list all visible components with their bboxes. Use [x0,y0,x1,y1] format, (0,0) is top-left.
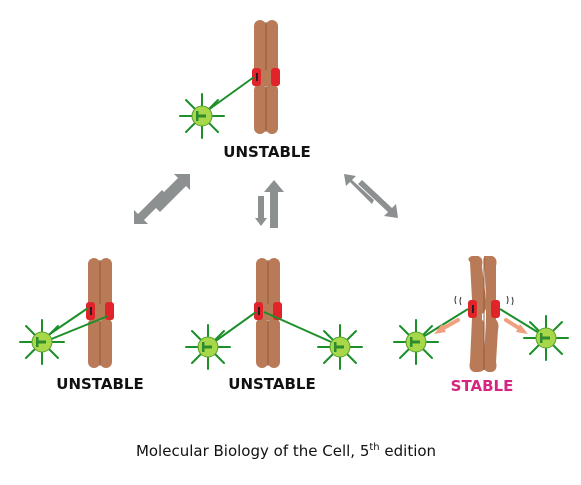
bottom-middle-configuration: UNSTABLE [185,258,363,393]
bottom-middle-label: UNSTABLE [228,375,315,393]
bottom-middle-kinetochores [254,302,282,320]
bottom-right-microtubule-right [499,308,545,337]
middle-equilibrium-arrows [255,180,284,228]
top-kinetochores [252,68,280,86]
bottom-right-tension-marks [454,295,514,306]
bottom-left-configuration: UNSTABLE [19,258,144,393]
left-equilibrium-arrows [134,174,190,224]
bottom-right-configuration: STABLE [393,256,569,395]
caption-main: Molecular Biology of the Cell, 5 [136,442,369,460]
caption-superscript: th [369,442,379,453]
caption-suffix: edition [380,442,436,460]
bottom-right-centrosome-left [393,319,439,365]
bottom-left-centrosome [19,319,65,365]
bottom-middle-microtubule-right [263,311,339,346]
bottom-left-label: UNSTABLE [56,375,143,393]
bottom-middle-centrosome-right [317,324,363,370]
bottom-right-kinetochores [468,300,500,318]
right-equilibrium-arrows [344,174,398,218]
top-configuration: UNSTABLE [179,20,311,161]
bottom-right-tension-arrows [434,318,528,334]
bottom-middle-microtubule-left [209,311,257,346]
bottom-middle-centrosome-left [185,324,231,370]
top-label: UNSTABLE [223,143,310,161]
bottom-left-microtubule-2 [43,315,109,343]
bottom-right-centrosome-right [523,315,569,361]
bottom-right-chromosome [468,256,499,372]
caption: Molecular Biology of the Cell, 5th editi… [136,442,436,460]
bottom-right-microtubule-left [417,308,469,341]
top-centrosome [179,93,225,139]
bottom-right-label: STABLE [451,377,514,395]
